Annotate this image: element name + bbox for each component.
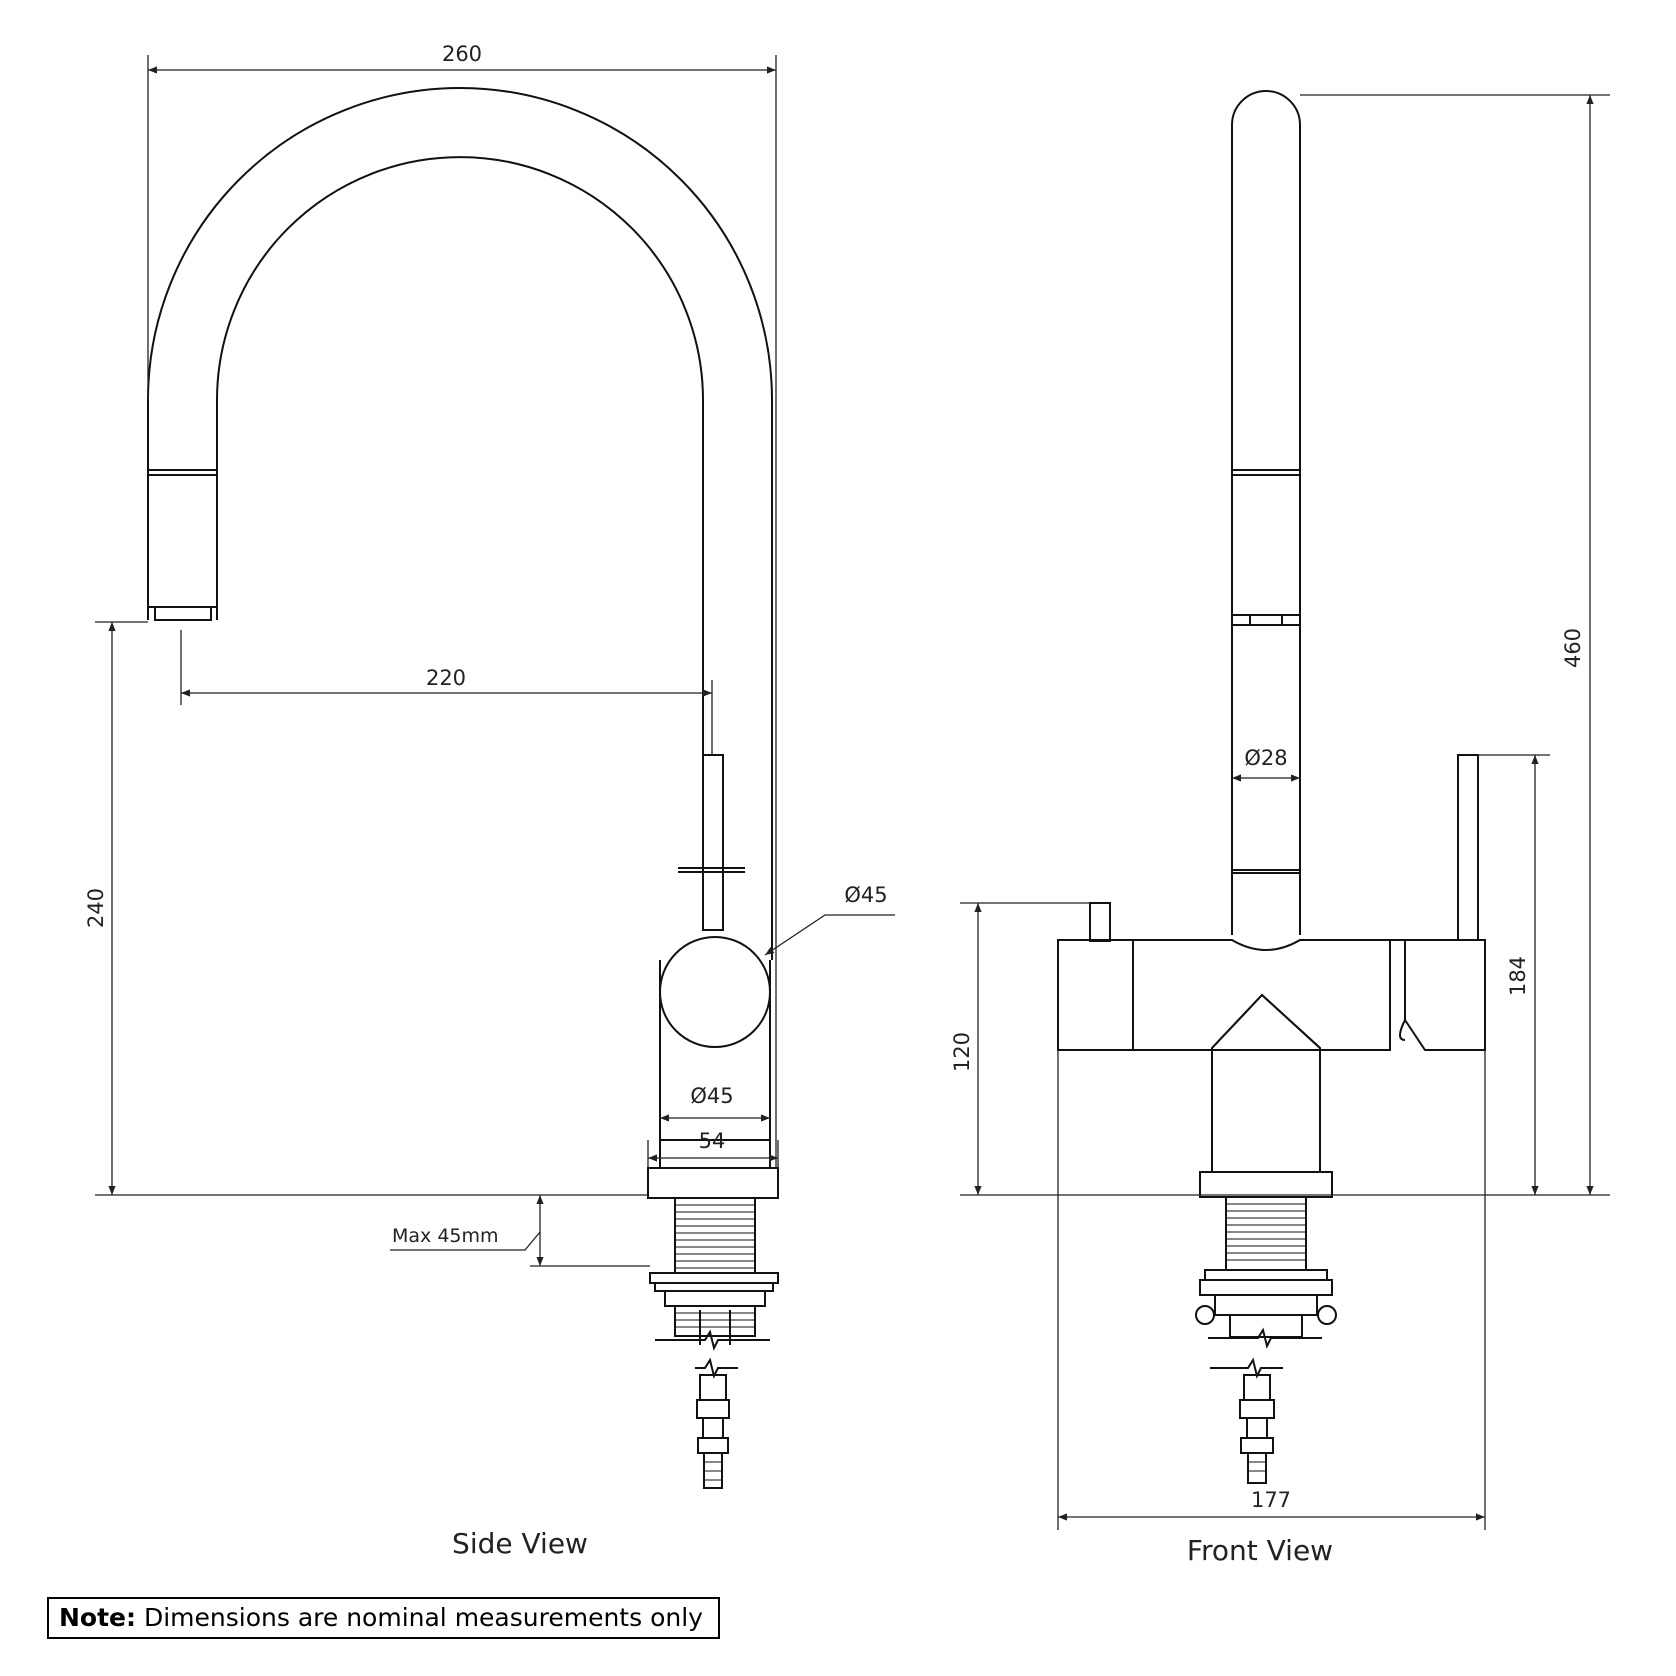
front-threaded-shank	[1225, 1196, 1307, 1271]
side-lever-hub	[659, 936, 771, 1048]
front-hose-fitting	[1243, 1374, 1271, 1401]
note-box: Note: Dimensions are nominal measurement…	[47, 1597, 720, 1639]
note-label: Note:	[59, 1603, 137, 1632]
note-text: Dimensions are nominal measurements only	[143, 1603, 703, 1632]
label-front-total-height: 460	[1561, 628, 1585, 668]
spout-outer-arc	[147, 87, 773, 960]
label-front-lever-height: 184	[1506, 956, 1530, 996]
side-lever	[702, 754, 724, 931]
label-side-height: 240	[84, 888, 108, 928]
side-washer	[649, 1272, 779, 1284]
spout-nozzle	[154, 606, 212, 621]
label-side-max-thickness: Max 45mm	[392, 1225, 499, 1247]
label-side-lever-dia: Ø45	[844, 883, 887, 907]
leader-lever-dia	[764, 914, 895, 956]
label-side-width: 260	[442, 42, 482, 66]
label-front-body-height: 120	[950, 1032, 974, 1072]
side-view-title: Side View	[452, 1527, 588, 1560]
front-small-knob	[1089, 902, 1111, 942]
side-dimensions	[95, 55, 895, 1267]
label-front-width: 177	[1251, 1488, 1291, 1512]
side-base-flange	[647, 1167, 779, 1199]
front-body-left	[1057, 939, 1134, 1051]
front-body-center	[1132, 939, 1391, 1051]
side-body	[659, 960, 771, 1141]
front-dimensions	[960, 94, 1610, 1530]
side-break-line	[655, 1329, 770, 1351]
front-view-title: Front View	[1187, 1534, 1333, 1567]
front-washer	[1204, 1269, 1328, 1281]
leader-max-thickness	[390, 1231, 541, 1251]
front-base-flange	[1199, 1171, 1333, 1198]
front-lever	[1457, 754, 1479, 941]
spout-inner-arc	[216, 156, 704, 920]
front-fixing-nut	[1214, 1294, 1318, 1316]
label-side-body-dia: Ø45	[690, 1084, 733, 1108]
front-view	[1057, 90, 1486, 1484]
front-break-line	[1208, 1327, 1322, 1349]
label-front-spout-dia: Ø28	[1244, 746, 1287, 770]
side-threaded-shank	[674, 1197, 756, 1274]
front-spout	[1231, 90, 1301, 935]
side-hose-fitting	[699, 1374, 727, 1401]
label-side-base: 54	[699, 1129, 726, 1153]
side-fixing-nut	[664, 1290, 766, 1307]
front-pillar	[1211, 993, 1321, 1173]
front-body-right	[1390, 939, 1486, 1051]
side-view	[147, 87, 779, 1489]
label-side-reach: 220	[426, 666, 466, 690]
